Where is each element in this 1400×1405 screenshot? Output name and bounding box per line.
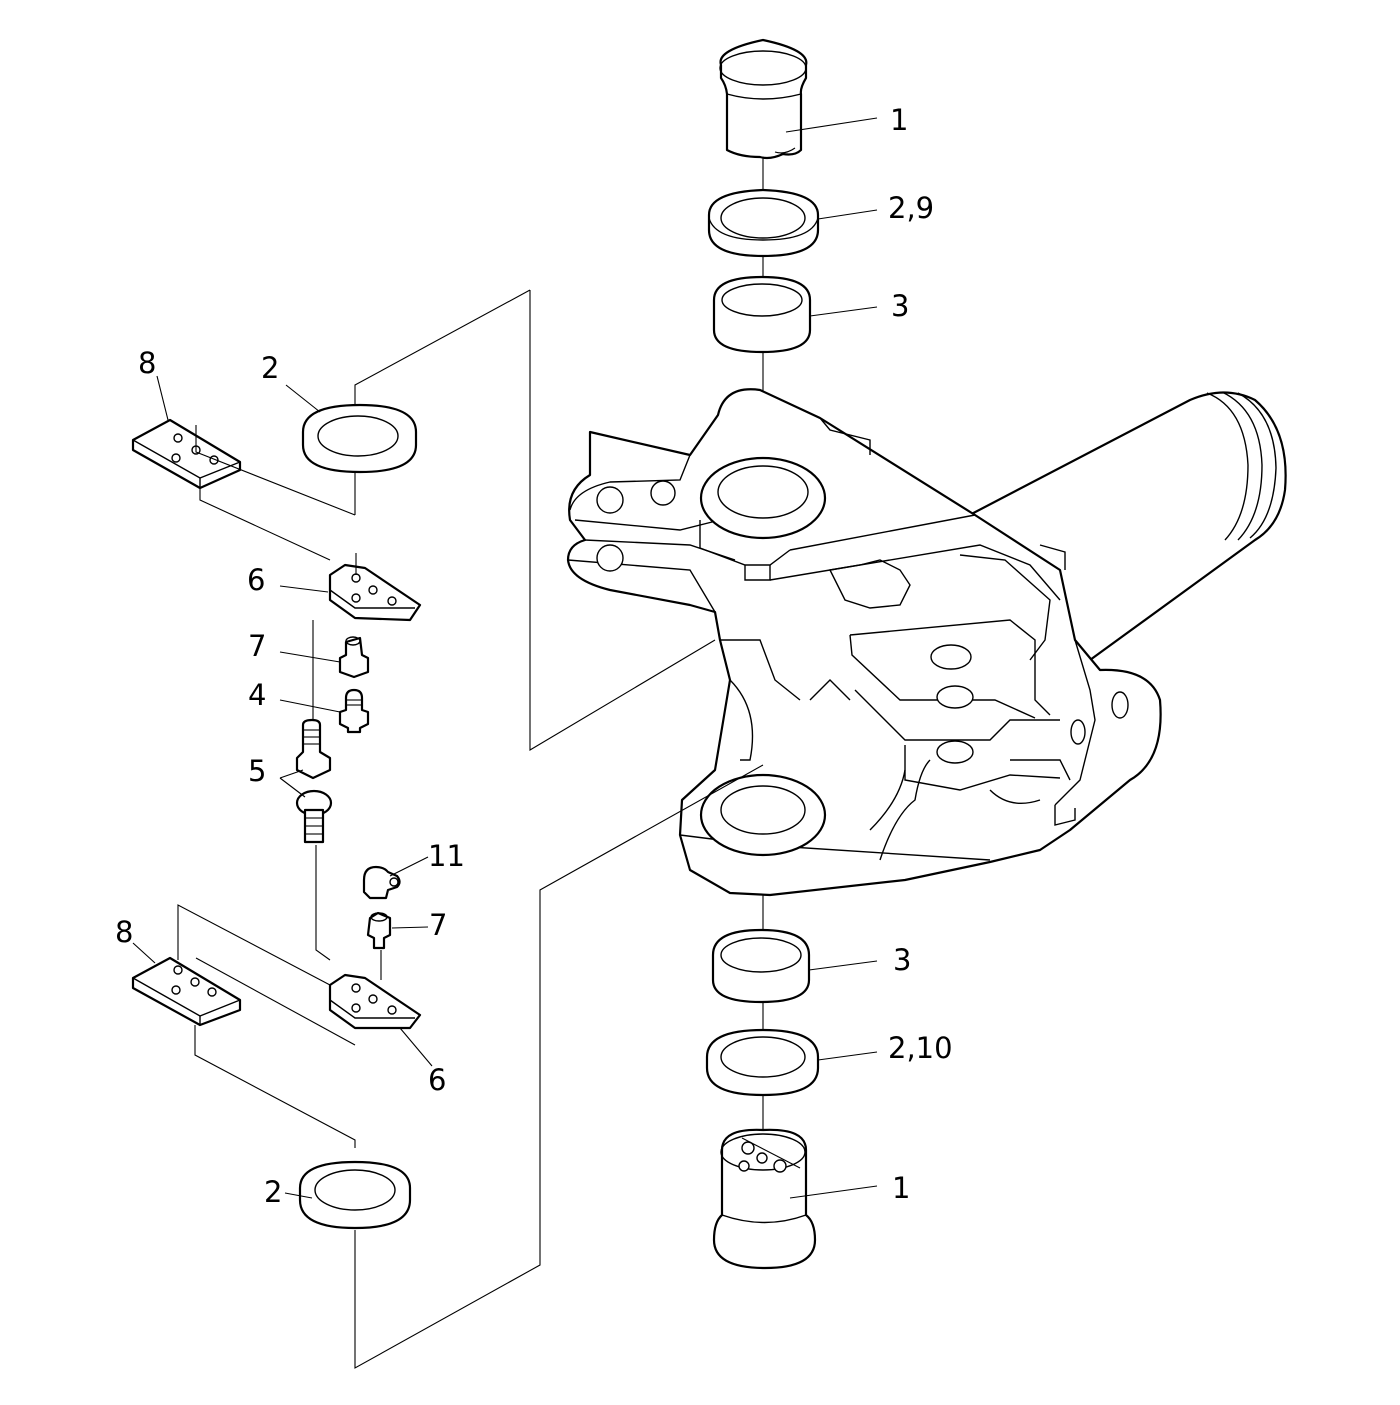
callout-2-10: 2,10 [888,1031,953,1065]
leader-2-10 [817,1051,878,1061]
leader-7-upper [279,651,341,663]
callout-8-lower: 8 [115,915,134,949]
leader-6-lower [399,1027,433,1067]
leader-3-top [809,306,878,317]
leader-1-top [785,117,878,133]
washer-2-10 [705,1028,820,1097]
washer-2-lower-left [298,1160,412,1230]
bushing-3-top [712,275,812,354]
shim-plate-8-lower [131,904,356,1148]
leader-2-9 [817,209,878,220]
callout-2-upper-left: 2 [261,351,280,385]
callout-6-lower: 6 [428,1063,447,1097]
kingpin-top [719,38,808,160]
shim-plate-8-upper [131,418,356,561]
bolt-5-hex [295,718,332,780]
leader-11 [389,856,429,877]
leader-1-bottom [789,1185,878,1199]
callout-11: 11 [428,839,465,873]
callout-6-upper: 6 [247,563,266,597]
leader-5 [279,769,306,798]
grease-nipple-adapter-7-lower [366,911,392,950]
leader-8-upper [156,375,169,421]
bolt-5-round [295,789,333,844]
callout-1-bottom: 1 [892,1171,911,1205]
guide-line-upper-washer [354,289,531,515]
grease-nipple-adapter-7-upper [338,636,370,679]
leader-2-lower-left [284,1192,313,1199]
leader-2-upper-left [285,384,321,413]
callout-2-9: 2,9 [888,191,935,225]
washer-2-9 [707,188,820,258]
leader-6-upper [279,585,329,593]
lock-plate-6-lower [328,973,422,1030]
leader-3-bottom [808,960,878,971]
guide-line-upper-frame [529,290,716,751]
washer-2-upper-left [301,403,418,474]
leader-7-lower [391,926,429,929]
leader-8-lower [132,942,156,964]
callout-3-bottom: 3 [893,943,912,977]
grease-nipple-4 [338,688,370,734]
callout-8-upper: 8 [138,346,157,380]
callout-7-lower: 7 [429,908,448,942]
leader-4 [279,699,341,713]
steering-knuckle [566,388,1287,897]
angle-grease-nipple-11 [362,865,401,900]
lock-plate-6-upper [328,563,422,622]
callout-4: 4 [248,678,267,712]
kingpin-bottom [712,1128,817,1270]
callout-7-upper: 7 [248,629,267,663]
bushing-3-bottom [711,928,811,1004]
callout-5: 5 [248,754,267,788]
guide-line-lower [354,764,764,1369]
callout-3-top: 3 [891,289,910,323]
callout-2-lower-left: 2 [264,1175,283,1209]
callout-1-top: 1 [890,103,909,137]
